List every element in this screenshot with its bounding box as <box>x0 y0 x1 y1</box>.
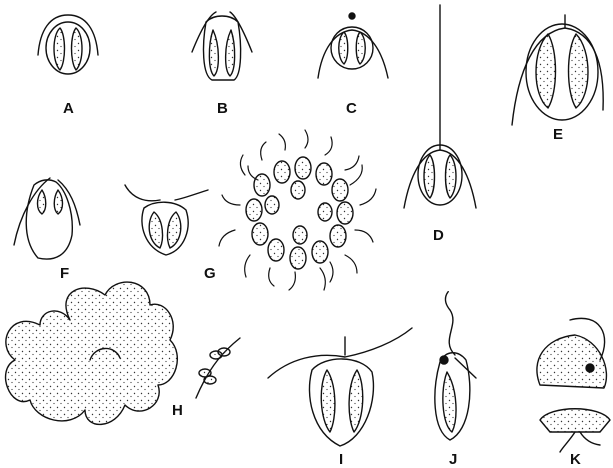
panel-label-c: C <box>346 101 357 116</box>
panel-label-f: F <box>60 266 69 281</box>
cell-g <box>125 185 208 255</box>
cell-a <box>38 15 98 74</box>
cell-e <box>512 15 603 125</box>
cell-j <box>435 292 476 440</box>
panel-label-b: B <box>217 101 228 116</box>
cell-k <box>537 318 610 452</box>
panel-label-g: G <box>204 266 216 281</box>
panel-label-d: D <box>433 228 444 243</box>
cell-d <box>404 5 476 208</box>
cell-h <box>6 282 240 424</box>
panel-label-a: A <box>63 101 74 116</box>
cell-f <box>14 178 80 259</box>
panel-label-h: H <box>172 403 183 418</box>
panel-label-e: E <box>553 127 563 142</box>
cell-b <box>192 12 252 80</box>
colony <box>219 130 376 290</box>
cell-c <box>318 13 388 78</box>
cell-i <box>268 328 412 446</box>
